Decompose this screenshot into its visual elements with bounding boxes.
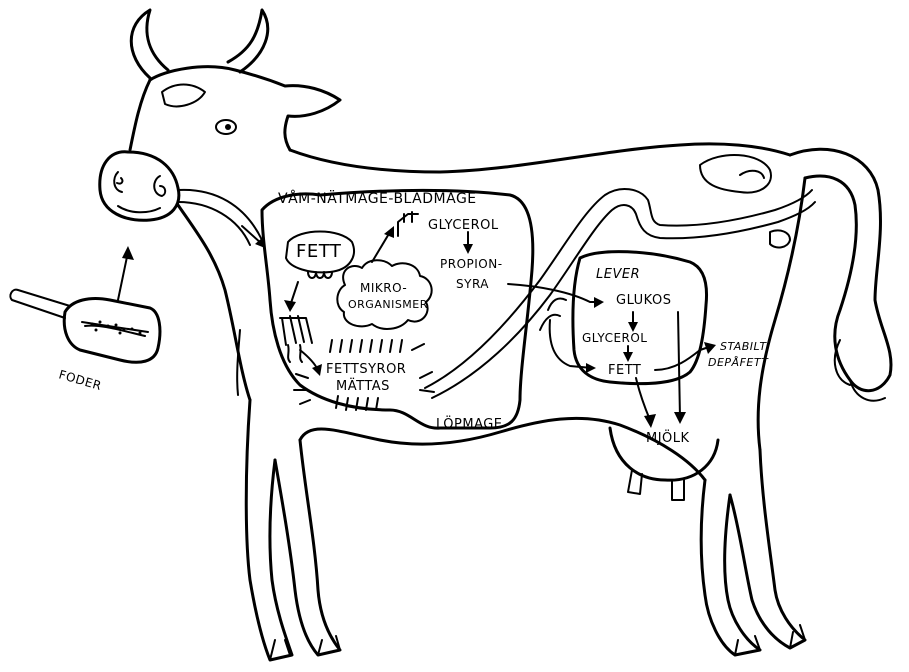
feed-scoop bbox=[10, 246, 160, 362]
forehead-patch bbox=[162, 85, 205, 107]
strand-group-left bbox=[280, 316, 312, 345]
nostril-left bbox=[114, 172, 122, 192]
feed-arrow-head bbox=[122, 246, 134, 260]
label-fett-liver: FETT bbox=[608, 363, 641, 378]
label-rumen: VÅM-NÄTMAGE-BLADMAGE bbox=[278, 189, 477, 207]
label-glycerol-liver: GLYCEROL bbox=[582, 331, 648, 345]
label-glycerol-rumen: GLYCEROL bbox=[428, 218, 499, 233]
arrowhead bbox=[644, 414, 656, 428]
head-outline bbox=[150, 67, 340, 150]
arrow-fett-depafett bbox=[655, 346, 712, 370]
organ-upper-2 bbox=[740, 171, 764, 178]
organ-upper-3 bbox=[770, 230, 790, 247]
label-syra: SYRA bbox=[456, 277, 489, 291]
hind-leg-back bbox=[730, 450, 805, 648]
labels: VÅM-NÄTMAGE-BLADMAGE FETT GLYCEROL PROPI… bbox=[57, 189, 769, 446]
front-leg-back bbox=[275, 440, 340, 655]
scoop-handle bbox=[10, 290, 70, 318]
face-outline bbox=[130, 80, 150, 150]
arrow-glukos-mjolk bbox=[678, 312, 680, 418]
rump bbox=[758, 178, 805, 450]
strand-group-left-2 bbox=[288, 345, 302, 362]
arrowhead bbox=[586, 363, 596, 373]
muzzle bbox=[100, 152, 179, 220]
label-glukos: GLUKOS bbox=[616, 293, 671, 308]
glycerol-glyph bbox=[398, 212, 418, 236]
label-fett-rumen: FETT bbox=[296, 241, 342, 262]
label-propion: PROPION- bbox=[440, 257, 503, 271]
scoop-bowl bbox=[64, 299, 160, 363]
front-leg-front bbox=[246, 400, 292, 660]
arrowhead bbox=[463, 244, 473, 254]
label-mikro: MIKRO- bbox=[360, 281, 407, 295]
arrowhead bbox=[594, 297, 604, 308]
label-fettsyror: FETTSYROR bbox=[326, 362, 406, 377]
mouth bbox=[118, 206, 160, 212]
label-foder: FODER bbox=[57, 367, 103, 393]
fatty-acid-squiggles-top bbox=[330, 340, 402, 352]
pupil bbox=[225, 124, 231, 130]
arrow-micro-up bbox=[372, 232, 390, 262]
left-horn bbox=[131, 10, 168, 78]
label-stabilt: STABILT bbox=[720, 340, 767, 353]
esophagus bbox=[178, 190, 262, 245]
hind-leg-front bbox=[701, 480, 760, 655]
label-mattas: MÄTTAS bbox=[336, 378, 390, 394]
label-lopmage: LÖPMAGE bbox=[436, 415, 503, 432]
right-horn bbox=[228, 10, 268, 72]
digestive-tract bbox=[178, 155, 815, 428]
throat-line bbox=[178, 205, 250, 400]
label-depafett: DEPÅFETT bbox=[708, 356, 769, 369]
nostril-right bbox=[154, 176, 165, 196]
teats bbox=[628, 470, 684, 500]
feed-arrow bbox=[118, 252, 128, 300]
arrowhead bbox=[384, 226, 394, 238]
cow-outline bbox=[100, 10, 891, 660]
arrowhead bbox=[284, 300, 296, 312]
arrowhead bbox=[623, 352, 633, 362]
arrowhead bbox=[312, 364, 322, 376]
arrow-propion-to-liver bbox=[508, 284, 600, 302]
label-organismer: ORGANISMER bbox=[348, 298, 428, 311]
label-mjolk: MJÖLK bbox=[646, 429, 690, 446]
label-lever: LEVER bbox=[596, 267, 640, 282]
arrowhead bbox=[674, 412, 686, 424]
